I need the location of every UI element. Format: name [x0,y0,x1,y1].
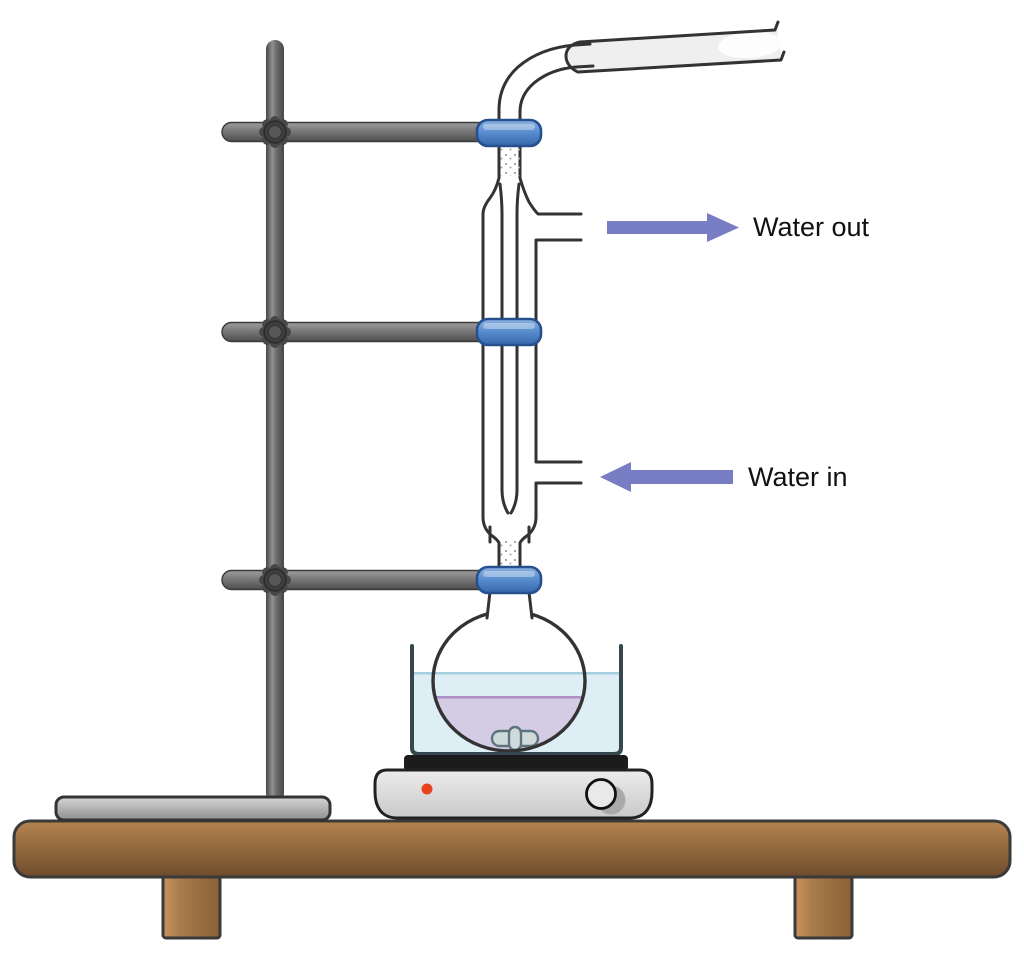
boss-knob-top [259,116,291,148]
clamp-rods [221,121,516,591]
stir-bar-pivot [507,725,523,752]
boss-knobs [259,116,291,596]
outlet-tube-top-wall [578,20,780,44]
boss-knob-bottom [259,564,291,596]
lower-joint-walls [497,541,522,572]
flask-bath-tint [434,673,584,698]
lower-ground-joint [500,541,520,567]
table-top [12,819,1012,879]
table [12,819,1012,940]
flask-neck-walls [485,590,534,620]
flask-liquid-surface-line [434,696,584,699]
blue-clamps [475,118,543,595]
hotplate-body [373,768,654,820]
vapour-tube-right-wall [518,64,595,180]
bath-container [410,644,623,756]
upper-ground-joint [500,147,520,176]
retort-stand [54,40,332,822]
power-indicator-light [421,783,433,795]
jacket-right-shoulder [518,176,583,216]
clamp-holder-middle [475,317,543,347]
vapour-tube-fill [499,44,595,178]
condenser-inner-tube [498,182,521,515]
condenser-jacket-fill [483,178,536,545]
water-out-arm-fill [536,212,582,240]
water-bath-and-flask [410,590,623,756]
flask-neck-fill [486,592,532,620]
clamp-holder-top [475,118,543,148]
outlet-tube-bottom-wall [576,50,786,74]
hotplate-stirrer [373,755,654,820]
boss-knob-middle [259,316,291,348]
clamp-holder-bottom [475,565,543,595]
water-in-label: Water in [748,462,848,492]
heat-control-knob[interactable] [585,778,617,810]
water-out-label: Water out [753,212,870,242]
water-in-arrow [600,462,733,492]
table-leg-right [793,870,854,940]
water-out-arrow [607,213,739,242]
jacket-left-wall [481,176,501,545]
stand-base [54,795,332,822]
water-in-arm-fill [536,462,582,483]
outlet-tube-highlight [718,31,782,59]
bath-water-surface-line [412,672,621,675]
lower-joint-flange [488,525,531,544]
condenser [481,20,786,595]
vapour-tube-left-wall [497,42,592,180]
hotplate-top-plate [404,755,628,771]
stand-pole [266,40,284,802]
table-leg-left [161,870,222,940]
stir-bar [490,725,540,752]
